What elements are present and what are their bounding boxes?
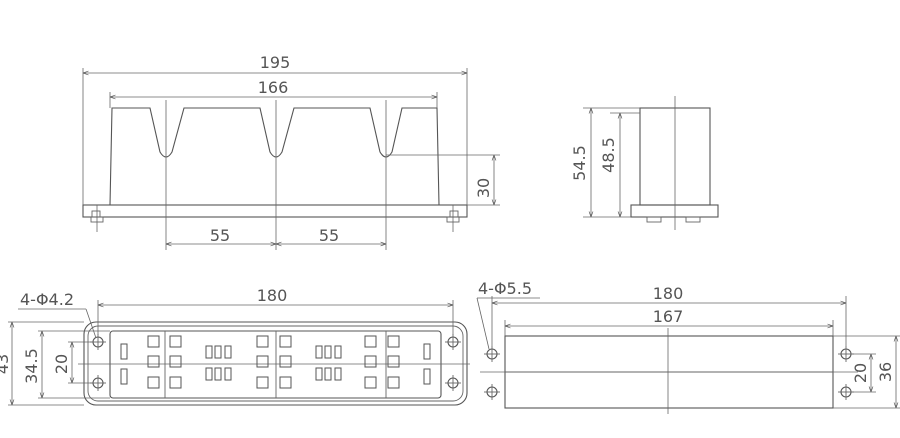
slot-cluster-2 [315,345,342,381]
dim-20-top-label: 20 [52,354,71,374]
cell-group-2 [256,335,292,389]
dim-195-label: 195 [260,53,291,72]
cell-group-1 [147,335,182,389]
dim-180-bottom-label: 180 [653,284,684,303]
front-view: 195 166 55 55 30 [82,53,500,250]
dim-34-5-label: 34.5 [22,348,41,384]
side-view: 54.5 48.5 [570,96,719,230]
dim-55-left-label: 55 [210,226,230,245]
dim-43-label: 43 [0,354,12,374]
dim-180-top-label: 180 [257,286,288,305]
dim-36-label: 36 [876,362,895,382]
cell-group-3 [364,335,400,389]
mounting-hole [90,334,106,350]
dim-20-bottom-label: 20 [851,363,870,383]
mounting-hole [445,334,461,350]
dim-48-5-label: 48.5 [599,137,618,173]
mounting-hole [838,346,854,362]
dim-30-label: 30 [474,178,493,198]
holes-4-phi-4-2-label: 4-Φ4.2 [20,290,74,309]
dim-166-label: 166 [258,78,289,97]
mounting-hole [90,375,106,391]
mounting-hole [838,384,854,400]
dim-167-label: 167 [653,307,684,326]
dim-55-right-label: 55 [319,226,339,245]
mounting-hole [484,346,500,362]
mounting-hole [484,384,500,400]
holes-4-phi-5-5-label: 4-Φ5.5 [478,279,532,298]
top-view: 180 4-Φ4.2 43 34.5 20 [0,286,470,406]
dim-54-5-label: 54.5 [570,145,589,181]
mounting-hole [445,375,461,391]
slot-cluster-1 [205,345,232,381]
bottom-view: 180 167 4-Φ5.5 20 36 [476,279,900,414]
